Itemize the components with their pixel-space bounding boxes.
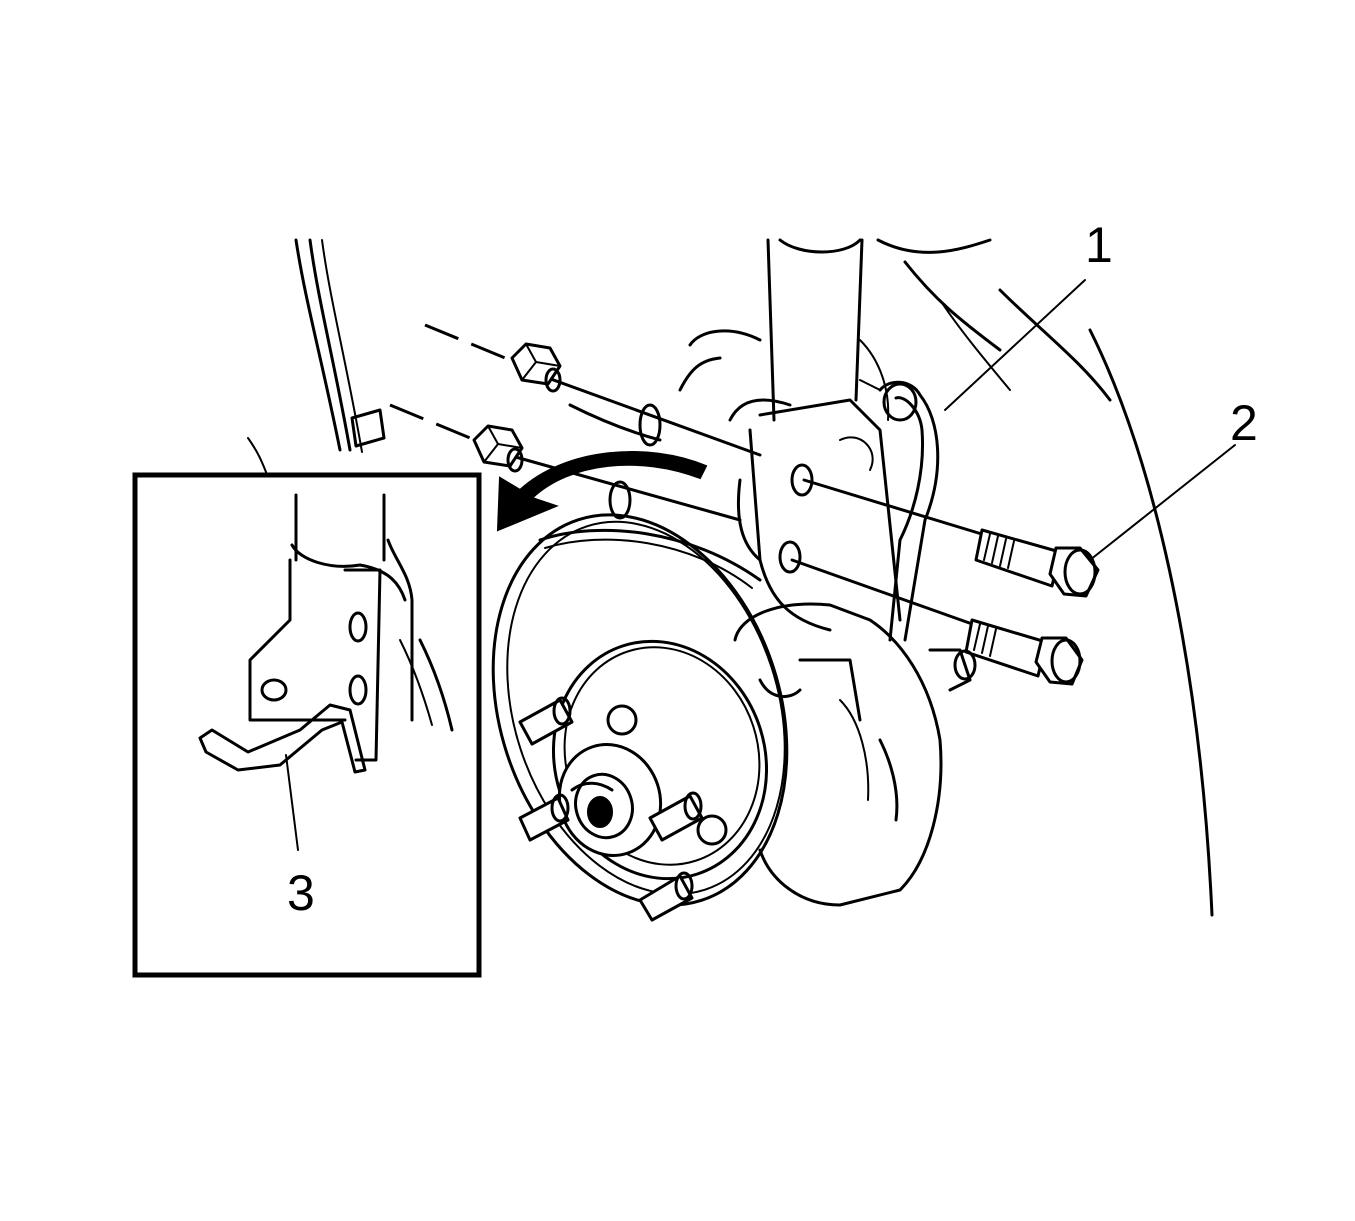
upper-bolt (974, 528, 1100, 598)
nut-alignment-lines (389, 323, 762, 522)
lower-nut (472, 424, 524, 473)
callout-2: 2 (1230, 395, 1258, 451)
bolt-lines (790, 478, 987, 627)
brake-hose (859, 379, 940, 642)
brake-caliper (733, 602, 977, 907)
inset-detail (132, 472, 482, 978)
lower-bolt (964, 618, 1084, 686)
body-panel-lines (247, 238, 386, 473)
wheel-studs (518, 696, 728, 922)
fender-arc (939, 288, 1214, 917)
strut-tube (766, 238, 1002, 422)
callout-1: 1 (1085, 217, 1113, 273)
curved-arrow-icon (496, 450, 708, 532)
steering-knuckle (568, 329, 902, 632)
wheel-hub (557, 743, 663, 857)
callout-3: 3 (287, 865, 315, 921)
brake-rotor (491, 513, 789, 907)
leader-lines (285, 279, 1236, 851)
upper-nut (510, 342, 562, 393)
